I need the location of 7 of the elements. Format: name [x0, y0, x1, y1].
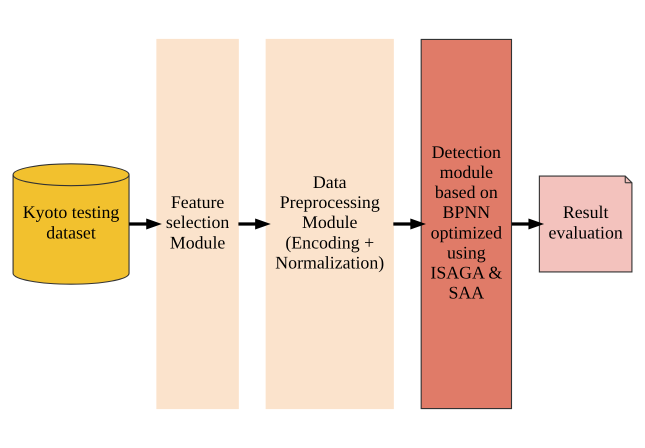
arrow: [129, 218, 162, 230]
node-box: Feature selection Module: [156, 38, 239, 410]
arrow: [238, 218, 271, 230]
node-box: Detection module based on BPNN optimized using ISAGA & SAA: [420, 38, 512, 410]
node-box: Data Preprocessing Module (Encoding + Normalization): [266, 38, 394, 410]
arrow: [393, 218, 426, 230]
arrow: [512, 218, 544, 230]
